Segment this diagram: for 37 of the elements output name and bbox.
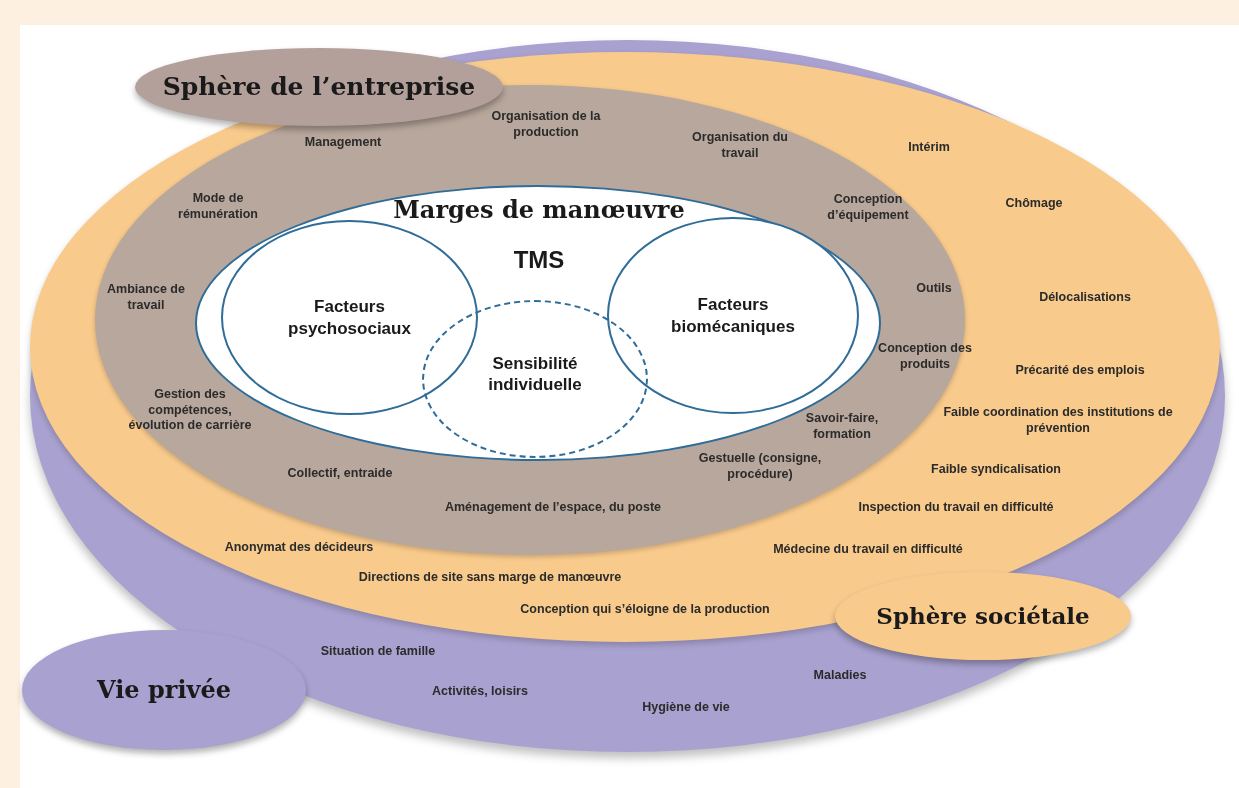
node-label: Sensibilité individuelle xyxy=(487,352,583,396)
factor-label: Savoir-faire, formation xyxy=(804,411,880,443)
node-label: Sphère sociétale xyxy=(876,601,1090,631)
zone-title: TMS xyxy=(513,245,565,275)
factor-label: Gestion des compétences, évolution de carrière xyxy=(127,386,253,434)
node-label: Sphère de l’entreprise xyxy=(162,71,476,103)
factor-label: Conception des produits xyxy=(877,341,973,373)
factor-label: Mode de rémunération xyxy=(177,191,259,223)
zone-heading: Marges de manœuvre xyxy=(393,195,685,225)
factor-label: Anonymat des décideurs xyxy=(223,540,375,556)
factor-label: Intérim xyxy=(907,140,951,156)
factor-label: Management xyxy=(303,135,383,151)
factor-label: Directions de site sans marge de manœuvre xyxy=(357,570,623,586)
factor-label: Conception qui s’éloigne de la production xyxy=(519,602,771,618)
factor-label: Gestuelle (consigne, procédure) xyxy=(697,451,823,483)
factor-label: Ambiance de travail xyxy=(106,282,186,314)
factor-label: Faible coordination des institutions de prévention xyxy=(943,405,1173,437)
factor-label: Organisation du travail xyxy=(691,130,789,162)
factor-label: Inspection du travail en difficulté xyxy=(857,500,1055,516)
factor-label: Activités, loisirs xyxy=(431,684,529,700)
factor-label: Aménagement de l’espace, du poste xyxy=(443,500,662,516)
factor-label: Médecine du travail en difficulté xyxy=(772,542,964,558)
node-label: Facteurs psychosociaux xyxy=(287,296,412,339)
factor-label: Maladies xyxy=(812,668,868,684)
factor-label: Conception d’équipement xyxy=(826,192,910,224)
factor-label: Délocalisations xyxy=(1038,290,1132,306)
node-label: Vie privée xyxy=(97,675,231,705)
factor-label: Précarité des emplois xyxy=(1014,363,1146,379)
factor-label: Chômage xyxy=(1004,196,1064,212)
factor-label: Outils xyxy=(915,281,953,297)
factor-label: Situation de famille xyxy=(319,644,437,660)
factor-label: Collectif, entraide xyxy=(286,466,394,482)
factor-label: Hygiène de vie xyxy=(641,700,731,716)
node-label: Facteurs biomécaniques xyxy=(670,294,796,337)
dashed-oval xyxy=(422,300,648,458)
factor-label: Organisation de la production xyxy=(490,109,602,141)
factor-label: Faible syndicalisation xyxy=(930,462,1062,478)
